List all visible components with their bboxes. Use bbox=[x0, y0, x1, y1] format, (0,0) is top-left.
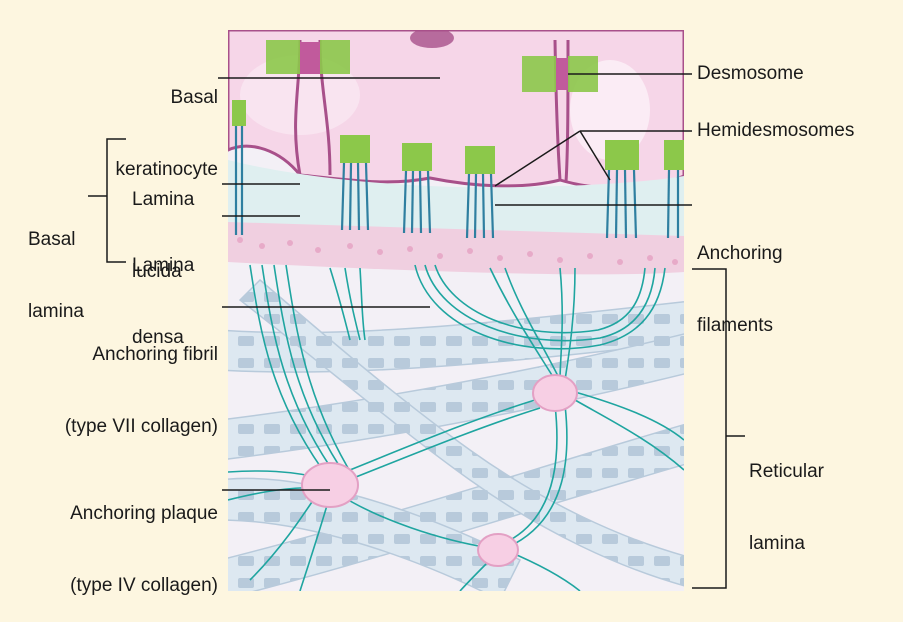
diagram-stage: Basal keratinocyte Desmosome Hemidesmoso… bbox=[0, 0, 903, 591]
label-anchoring-fibril: Anchoring fibril (type VII collagen) bbox=[10, 295, 218, 463]
label-desmosome: Desmosome bbox=[697, 62, 804, 86]
label-lamina-densa-line1: Lamina bbox=[132, 254, 194, 278]
label-hemidesmosomes: Hemidesmosomes bbox=[697, 119, 854, 143]
label-reticular-lamina: Reticular lamina bbox=[749, 412, 824, 580]
label-reticular-lamina-line1: Reticular bbox=[749, 460, 824, 484]
illustration-panel bbox=[220, 28, 700, 591]
label-anchoring-plaque: Anchoring plaque (type IV collagen) bbox=[10, 454, 218, 622]
label-anchoring-filaments-line2: filaments bbox=[697, 314, 783, 338]
label-anchoring-plaque-line2: (type IV collagen) bbox=[10, 574, 218, 598]
label-anchoring-fibril-line1: Anchoring fibril bbox=[10, 343, 218, 367]
label-anchoring-plaque-line1: Anchoring plaque bbox=[10, 502, 218, 526]
label-reticular-lamina-line2: lamina bbox=[749, 532, 824, 556]
label-anchoring-filaments: Anchoring filaments bbox=[697, 194, 783, 362]
label-basal-lamina-line1: Basal bbox=[28, 228, 84, 252]
label-anchoring-fibril-line2: (type VII collagen) bbox=[10, 415, 218, 439]
label-basal-keratinocyte-line1: Basal bbox=[60, 86, 218, 110]
label-anchoring-filaments-line1: Anchoring bbox=[697, 242, 783, 266]
